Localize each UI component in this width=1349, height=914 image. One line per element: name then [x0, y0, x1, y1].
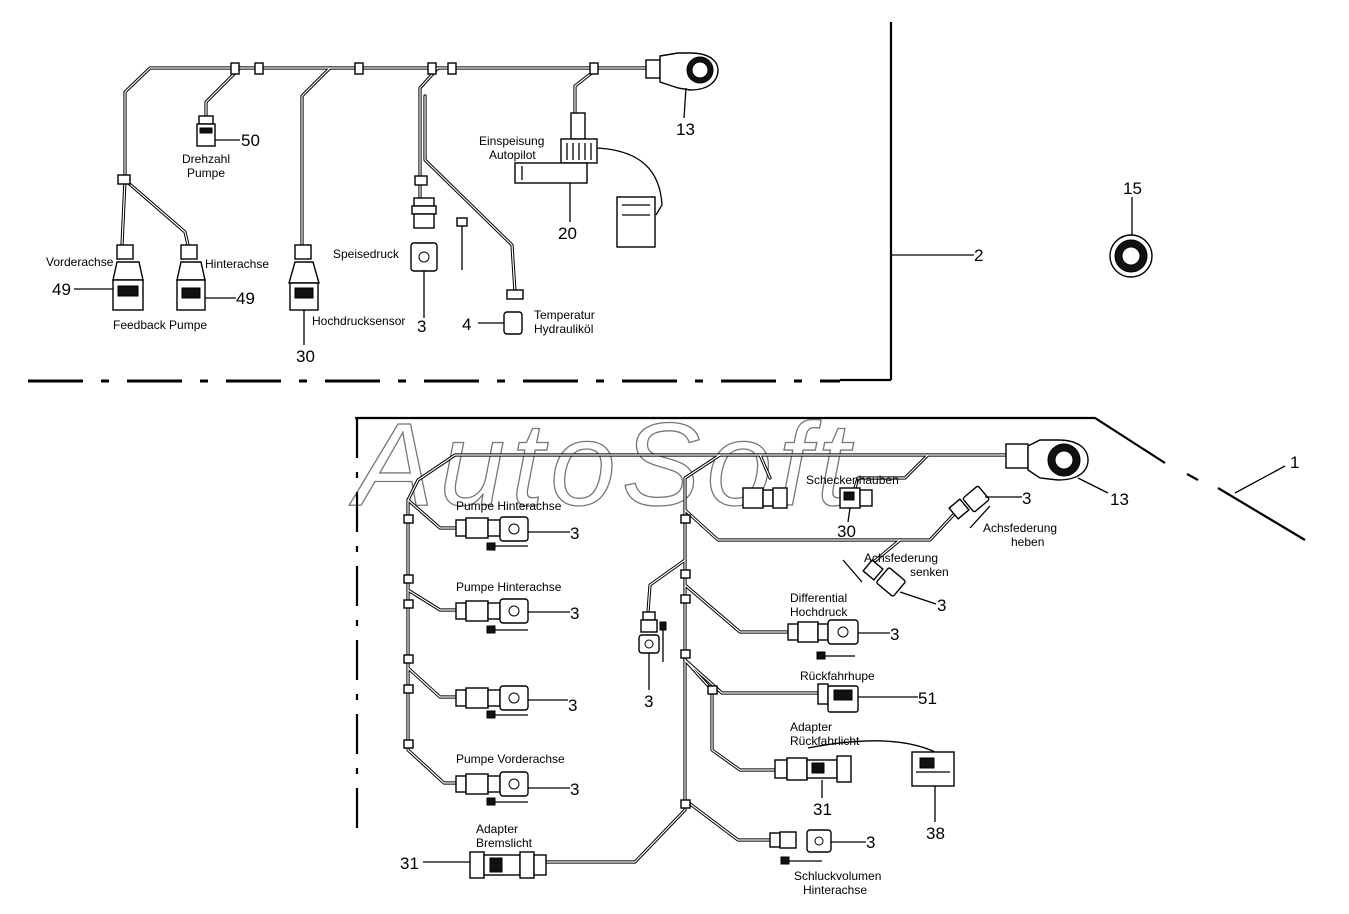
label-feedback-pumpe: Feedback Pumpe	[113, 318, 207, 332]
label-speisedruck: Speisedruck	[333, 247, 400, 261]
label-schluckvolumen: Schluckvolumen	[794, 869, 881, 883]
connector-top-branch	[742, 487, 788, 509]
callout-2: 2	[974, 246, 983, 265]
sensor-pumpe-hinterachse-1	[455, 516, 529, 551]
upper-frame	[840, 22, 893, 382]
watermark-text: AutoSoft	[349, 399, 856, 531]
label-rueckfahrhupe: Rückfahrhupe	[800, 669, 875, 683]
main-connector-upper	[645, 52, 719, 91]
sensor-schluckvolumen-hinterachse	[769, 829, 832, 865]
label-schluckvolumen-hinterachse: Hinterachse	[803, 883, 867, 897]
callout-15: 15	[1123, 179, 1142, 198]
callout-49-right: 49	[236, 289, 255, 308]
callout-13-upper: 13	[676, 120, 695, 139]
label-hinterachse: Hinterachse	[205, 257, 269, 271]
callout-51: 51	[918, 689, 937, 708]
callout-38: 38	[926, 824, 945, 843]
lower-harness-wires	[403, 453, 1010, 864]
connector-38	[911, 751, 955, 787]
connector-hochdrucksensor	[288, 244, 320, 311]
sensor-pumpe-vorderachse	[455, 771, 529, 806]
label-hydraulikoel: Hydrauliköl	[534, 322, 593, 336]
connector-vorderachse	[112, 244, 144, 311]
label-pumpe-vorderachse: Pumpe Vorderachse	[456, 752, 565, 766]
label-differential: Differential	[790, 591, 847, 605]
connector-rueckfahrhupe	[817, 683, 859, 713]
label-vorderachse: Vorderachse	[46, 255, 114, 269]
callout-30-upper: 30	[296, 347, 315, 366]
label-drehzahl: Drehzahl	[182, 152, 230, 166]
connector-scheckenhauben	[839, 487, 873, 509]
label-adapter-rueckfahrlicht-1: Adapter	[790, 720, 832, 734]
sensor-achsfederung-heben	[948, 485, 991, 529]
leader-13-lower	[1077, 477, 1109, 494]
callout-4: 4	[462, 315, 471, 334]
label-einspeisung: Einspeisung	[479, 134, 544, 148]
callout-3-a: 3	[570, 524, 579, 543]
callout-3-d: 3	[570, 780, 579, 799]
callout-3-f: 3	[1022, 489, 1031, 508]
connector-spare-15	[1109, 234, 1153, 278]
callout-31-a: 31	[400, 854, 419, 873]
label-achsfederung-senken-1: Achsfederung	[864, 551, 938, 565]
main-connector-lower	[1005, 439, 1089, 481]
callout-3-b: 3	[570, 604, 579, 623]
callout-49-left: 49	[52, 280, 71, 299]
callout-1: 1	[1290, 453, 1299, 472]
sensor-differential-hochdruck	[787, 619, 859, 660]
label-achsfederung-heben-1: Achsfederung	[983, 521, 1057, 535]
callout-20: 20	[558, 224, 577, 243]
label-hochdruck: Hochdruck	[790, 605, 848, 619]
label-adapter-rueckfahrlicht-2: Rückfahrlicht	[790, 734, 860, 748]
callout-30-lower: 30	[837, 522, 856, 541]
label-scheckenhauben: Scheckenhauben	[806, 473, 899, 487]
callout-3-i: 3	[866, 833, 875, 852]
label-achsfederung-heben-2: heben	[1011, 535, 1044, 549]
callout-13-lower: 13	[1110, 490, 1129, 509]
callout-31-b: 31	[813, 800, 832, 819]
label-adapter-bremslicht-2: Bremslicht	[476, 836, 533, 850]
callout-50: 50	[241, 131, 260, 150]
label-achsfederung-senken-2: senken	[910, 565, 949, 579]
sensor-speisedruck	[410, 197, 468, 272]
sensor-pumpe-hinterachse-2	[455, 598, 529, 634]
connector-hinterachse-upper	[176, 244, 206, 311]
callout-3-g: 3	[937, 596, 946, 615]
label-autopilot: Autopilot	[489, 148, 536, 162]
adapter-rueckfahrlicht	[774, 755, 852, 783]
label-pumpe-hinterachse-1: Pumpe Hinterachse	[456, 499, 562, 513]
sensor-mid-branch	[638, 611, 667, 662]
leader-30-lower	[847, 507, 851, 523]
lower-frame	[355, 416, 1306, 835]
adapter-bremslicht	[469, 851, 547, 879]
callout-3-c: 3	[568, 696, 577, 715]
callout-3-e: 3	[644, 692, 653, 711]
leader-3-g	[899, 591, 937, 605]
sensor-temperatur	[503, 289, 524, 335]
connector-einspeisung-autopilot	[514, 112, 656, 248]
sensor-achsfederung-senken	[842, 559, 906, 597]
leader-1	[1234, 465, 1286, 494]
connector-drehzahl-pumpe	[196, 115, 216, 147]
leader-13-upper	[683, 87, 687, 119]
label-pumpe-hinterachse-2: Pumpe Hinterachse	[456, 580, 562, 594]
callout-3-upper: 3	[417, 317, 426, 336]
label-pumpe: Pumpe	[187, 166, 225, 180]
label-adapter-bremslicht-1: Adapter	[476, 822, 518, 836]
callout-3-h: 3	[890, 625, 899, 644]
label-temperatur: Temperatur	[534, 308, 595, 322]
label-hochdrucksensor: Hochdrucksensor	[312, 314, 405, 328]
sensor-pumpe-unlabeled	[455, 685, 529, 719]
